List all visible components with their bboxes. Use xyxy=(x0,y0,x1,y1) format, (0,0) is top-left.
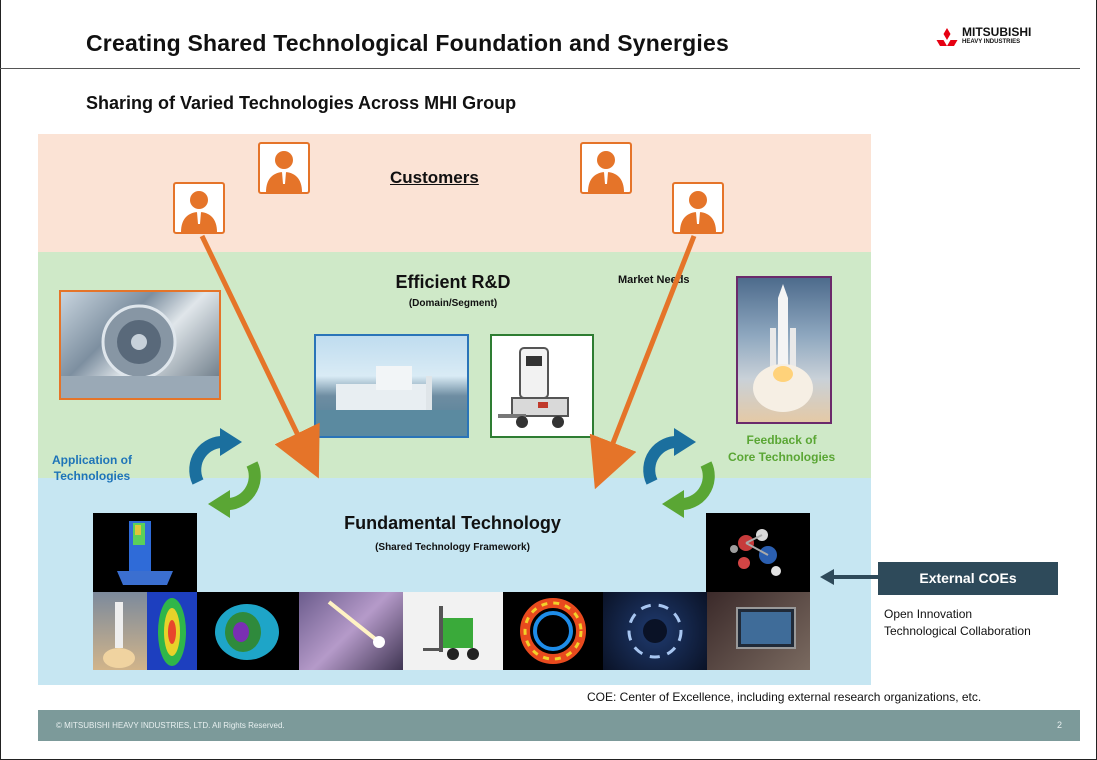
cycle-arrows-icon-left xyxy=(189,428,261,518)
fundamental-subtitle: (Shared Technology Framework) xyxy=(375,542,530,553)
forklift-robot-photo xyxy=(490,334,594,438)
logo-wordmark: MITSUBISHI xyxy=(962,25,1032,39)
rocket-launch-photo xyxy=(736,276,832,424)
open-innovation-text: Open Innovation Technological Collaborat… xyxy=(884,606,1031,640)
turbine-photo xyxy=(59,290,221,400)
rd-subtitle: (Domain/Segment) xyxy=(408,298,498,309)
external-coes-box: External COEs xyxy=(878,562,1058,595)
structural-analysis-image xyxy=(93,513,197,592)
page-number: 2 xyxy=(1056,720,1062,730)
feedback-line1: Feedback of xyxy=(746,433,817,447)
customer-person-icon xyxy=(258,142,310,194)
forklift-image xyxy=(403,592,503,670)
plant-facility-photo xyxy=(314,334,469,438)
three-diamonds-icon xyxy=(936,28,958,46)
open-innovation-line1: Open Innovation xyxy=(884,607,973,621)
molecular-model-image xyxy=(706,513,810,592)
copyright-text: © MITSUBISHI HEAVY INDUSTRIES, LTD. All … xyxy=(56,721,285,730)
tablet-device-image xyxy=(707,592,810,670)
thermal-simulation-image xyxy=(147,592,197,670)
laser-welding-image xyxy=(299,592,403,670)
title-divider xyxy=(0,68,1080,69)
customers-label: Customers xyxy=(390,168,479,187)
rocket-image xyxy=(93,592,147,670)
slide-title: Creating Shared Technological Foundation… xyxy=(86,30,729,56)
logo-subtext: HEAVY INDUSTRIES xyxy=(962,39,1021,45)
rd-title: Efficient R&D xyxy=(395,272,511,292)
feedback-label: Feedback of Core Technologies xyxy=(728,432,835,466)
customer-person-icon xyxy=(672,182,724,234)
customer-person-icon xyxy=(173,182,225,234)
feedback-line2: Core Technologies xyxy=(728,450,836,464)
application-label: Application of Technologies xyxy=(52,452,132,484)
open-innovation-line2: Technological Collaboration xyxy=(884,624,1031,638)
slide-footer: © MITSUBISHI HEAVY INDUSTRIES, LTD. All … xyxy=(38,710,1080,741)
company-logo: MITSUBISHI HEAVY INDUSTRIES xyxy=(935,24,1080,54)
heat-ring-image xyxy=(503,592,603,670)
rotor-model-image xyxy=(197,592,299,670)
application-line1: Application of xyxy=(52,453,132,467)
application-line2: Technologies xyxy=(53,469,131,483)
left-arrow-icon xyxy=(820,569,878,585)
customer-person-icon xyxy=(580,142,632,194)
slide-subtitle: Sharing of Varied Technologies Across MH… xyxy=(86,93,517,113)
flow-vortex-image xyxy=(603,592,707,670)
fundamental-title: Fundamental Technology xyxy=(344,513,561,533)
cycle-arrows-icon-right xyxy=(643,428,715,518)
coe-footnote: COE: Center of Excellence, including ext… xyxy=(587,690,982,704)
market-needs-label: Market Needs xyxy=(618,274,690,286)
